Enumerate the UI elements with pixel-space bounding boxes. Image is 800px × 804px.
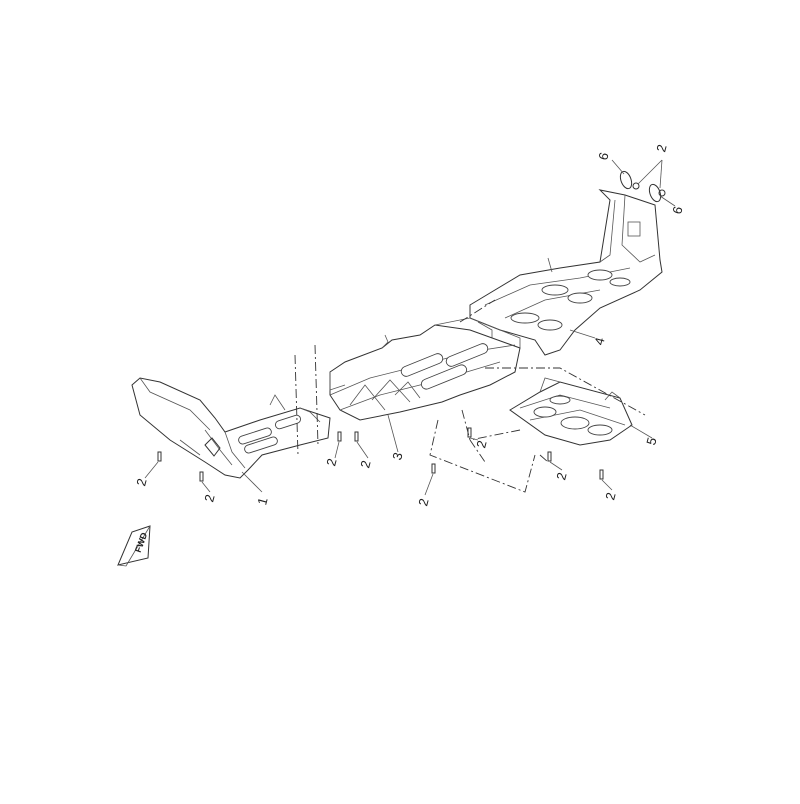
bolt-a [157,451,162,462]
bolt-b [199,471,204,482]
bolt-d [354,431,359,442]
callout-2-b: 2 [201,493,217,504]
bolt-g [547,451,552,462]
callout-6-b: 6 [669,205,685,216]
callout-2-h: 2 [602,491,618,502]
callout-1: 1 [254,496,270,507]
fwd-label: FWD [133,531,150,554]
callout-2-e: 2 [415,497,431,508]
bolt-c [337,431,342,442]
forward-direction-marker: FWD [117,525,151,567]
part-1-front-skid-plate [131,377,331,479]
callout-2-g: 2 [553,471,569,482]
callout-labels: 2 2 1 2 2 3 2 2 2 2 5 4 6 2 6 [133,143,685,508]
callout-5: 5 [643,436,659,447]
callout-2-f: 2 [473,439,489,450]
callout-3: 3 [389,451,405,462]
leader-lines [144,329,653,496]
callout-6-a: 6 [595,151,611,162]
part-3-center-skid-plate [329,317,521,421]
part-5-small-skid-plate [509,377,633,446]
callout-4: 4 [591,336,607,347]
part-4-rear-skid-plate [469,189,663,356]
callout-2-c: 2 [323,457,339,468]
part-6-washers [611,159,676,207]
bolt-f [467,427,472,438]
bolts [157,427,604,482]
bolt-h [599,469,604,480]
alignment-lines [294,299,646,493]
callout-2-d: 2 [357,459,373,470]
callout-2-i: 2 [653,143,669,154]
bolt-e [431,463,436,474]
callout-2-a: 2 [133,477,149,488]
